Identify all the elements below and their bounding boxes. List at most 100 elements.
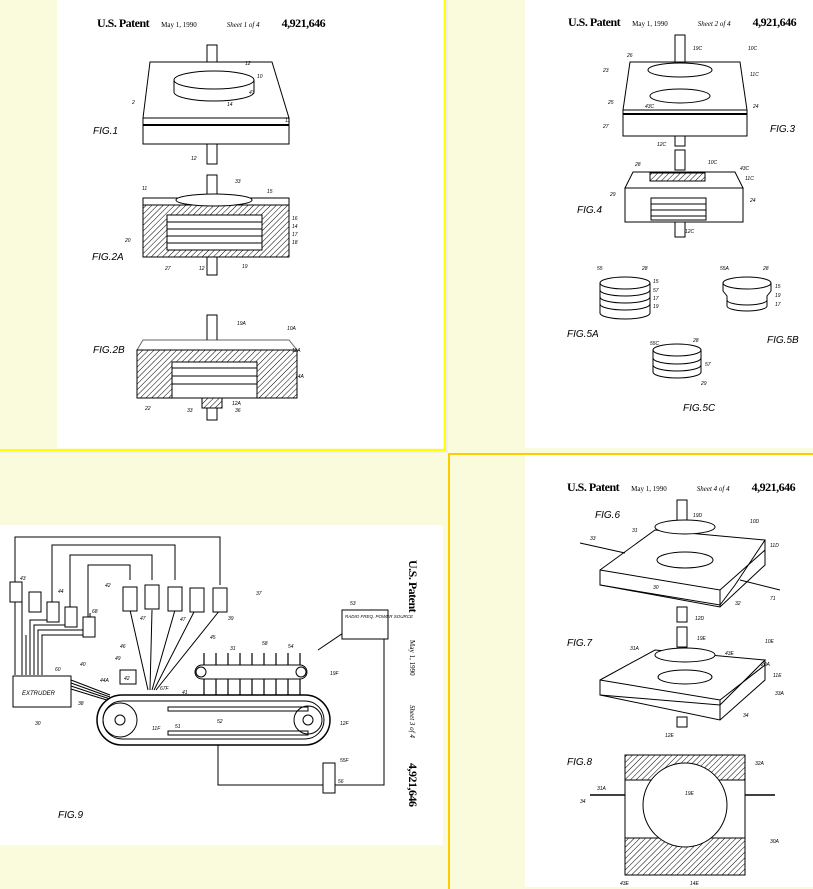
patent-sheet-3[interactable]: EXTRUDER RADIO FREQ. POWER SOURCE FIG.9 …	[0, 525, 443, 845]
ref-numeral: 33	[187, 408, 193, 414]
fig-2b-caption: FIG.2B	[93, 345, 125, 356]
patent-sheet-1[interactable]: U.S. PatentMay 1, 1990Sheet 1 of 44,921,…	[57, 0, 443, 448]
fig-1-drawing	[143, 45, 289, 164]
fig-8-drawing	[590, 755, 775, 875]
ref-numeral: 14E	[690, 881, 700, 887]
ref-numeral: 29	[609, 192, 616, 198]
ref-numeral: 31A	[597, 786, 607, 792]
ref-numeral: 10	[257, 74, 263, 80]
ref-numeral: 23	[602, 68, 609, 74]
ref-numeral: 17	[775, 302, 781, 308]
ref-numeral: 15	[653, 279, 659, 285]
ref-numeral: 43E	[620, 881, 630, 887]
patent-label: U.S. Patent	[405, 560, 420, 612]
ref-numeral: 11D	[770, 543, 779, 549]
fig-4-drawing	[625, 150, 743, 237]
patent-sheet-2[interactable]: U.S. PatentMay 1, 1990Sheet 2 of 44,921,…	[525, 0, 813, 448]
ref-numeral: 30	[653, 585, 659, 591]
ref-numeral: 12D	[695, 616, 705, 622]
ref-numeral: 24	[752, 104, 759, 110]
ref-numeral: 36	[235, 408, 241, 414]
ref-numeral: 11C	[750, 72, 759, 78]
fig-2b-drawing	[137, 315, 297, 420]
fig-8-caption: FIG.8	[567, 757, 592, 768]
fig-5b-caption: FIG.5B	[767, 335, 799, 346]
ref-numeral: 33	[235, 179, 241, 185]
fig-7-caption: FIG.7	[567, 638, 592, 649]
ref-numeral: 43C	[740, 166, 750, 172]
ref-numeral: 10C	[708, 160, 718, 166]
sheet-number: Sheet 3 of 4	[408, 705, 416, 738]
ref-numeral: 28	[641, 266, 648, 272]
ref-numeral: 18	[292, 240, 298, 246]
ref-numeral: 14	[292, 224, 298, 230]
ref-numeral: 19C	[693, 46, 703, 52]
ref-numeral: 12E	[665, 733, 675, 739]
ref-numeral: 14	[227, 102, 233, 108]
ref-numeral: 12A	[232, 401, 242, 407]
ref-numeral: 55	[597, 266, 603, 272]
ref-numeral: 20A	[760, 662, 771, 668]
ref-numeral: 16	[292, 216, 298, 222]
ref-numeral: 20	[124, 238, 131, 244]
ref-numeral: 10E	[765, 639, 775, 645]
ref-numeral: 17	[292, 232, 298, 238]
patent-number: 4,921,646	[405, 763, 420, 807]
ref-numeral: 19D	[693, 513, 703, 519]
ref-numeral: 19	[775, 293, 781, 299]
fig-5a-drawing	[600, 277, 650, 319]
sheet-header: U.S. Patent May 1, 1990 Sheet 3 of 4 4,9…	[0, 525, 443, 845]
patent-sheet-4[interactable]: U.S. PatentMay 1, 1990Sheet 4 of 44,921,…	[525, 455, 813, 887]
ref-numeral: 28	[692, 338, 699, 344]
ref-numeral: 12	[191, 156, 197, 162]
ref-numeral: 11	[142, 186, 147, 192]
ref-numeral: 2	[131, 100, 135, 106]
ref-numeral: 12C	[657, 142, 667, 148]
ref-numeral: 10D	[750, 519, 760, 525]
ref-numeral: 33	[590, 536, 596, 542]
ref-numeral: 28	[762, 266, 769, 272]
ref-numeral: 26	[626, 53, 633, 59]
ref-numeral: 34	[743, 713, 749, 719]
divider	[0, 451, 448, 453]
ref-numeral: 22	[144, 406, 151, 412]
ref-numeral: 55C	[650, 341, 660, 347]
ref-numeral: 11E	[773, 673, 782, 679]
ref-numeral: 29	[700, 381, 707, 387]
ref-numeral: 31	[632, 528, 638, 534]
ref-numeral: 33A	[775, 691, 785, 697]
ref-numeral: 15	[267, 189, 273, 195]
ref-numeral: 57	[653, 288, 659, 294]
ref-numeral: 19E	[685, 791, 695, 797]
ref-numeral: 71	[770, 596, 776, 602]
divider	[446, 0, 448, 453]
ref-numeral: 15	[775, 284, 781, 290]
ref-numeral: 14A	[295, 374, 305, 380]
fig-3-caption: FIG.3	[770, 124, 795, 135]
ref-numeral: 32A	[755, 761, 765, 767]
ref-numeral: 17	[653, 296, 659, 302]
fig-1-caption: FIG.1	[93, 126, 118, 137]
fig-5c-caption: FIG.5C	[683, 403, 716, 414]
ref-numeral: 11	[285, 118, 290, 124]
ref-numeral: 11A	[292, 348, 301, 354]
fig-5a-caption: FIG.5A	[567, 329, 599, 340]
sheet-1-drawings: FIG.1 FIG.2A FIG.2B 12 10 43 14	[57, 0, 443, 448]
patent-date: May 1, 1990	[408, 640, 416, 676]
ref-numeral: 11C	[745, 176, 754, 182]
sheet-2-drawings: FIG.3 FIG.4 FIG.5A FIG.5B FIG.5C 26	[525, 0, 813, 448]
ref-numeral: 27	[602, 124, 609, 130]
ref-numeral: 28	[634, 162, 641, 168]
ref-numeral: 19	[653, 304, 659, 310]
ref-numeral: 19E	[697, 636, 707, 642]
ref-numeral: 43E	[725, 651, 735, 657]
ref-numeral: 24	[749, 198, 756, 204]
ref-numeral: 43	[249, 90, 255, 96]
ref-numeral: 31A	[630, 646, 640, 652]
ref-numeral: 12	[245, 61, 251, 67]
ref-numeral: 34	[580, 799, 586, 805]
sheet-4-drawings: FIG.6 FIG.7 FIG.8 19D 10D 33 31 11D 30 3…	[525, 455, 813, 887]
ref-numeral: 30A	[770, 839, 780, 845]
ref-numeral: 19	[242, 264, 248, 270]
fig-6-caption: FIG.6	[595, 510, 620, 521]
